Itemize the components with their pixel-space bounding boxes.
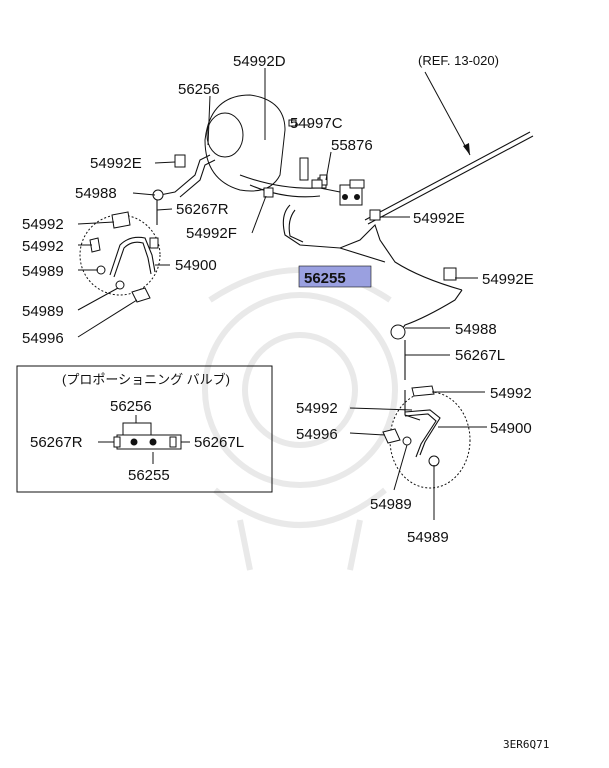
- inset-label-56256: 56256: [110, 398, 152, 415]
- label-56267l-right: 56267L: [455, 347, 505, 364]
- label-54992-right-a: 54992: [490, 385, 532, 402]
- label-54992-left-a: 54992: [22, 216, 64, 233]
- inset-label-56255: 56255: [128, 467, 170, 484]
- label-54992e-left: 54992E: [90, 155, 142, 172]
- label-56256-top: 56256: [178, 81, 220, 98]
- inset-label-56267r: 56267R: [30, 434, 83, 451]
- left-hose-group: [79, 211, 161, 303]
- label-54989-left-a: 54989: [22, 263, 64, 280]
- label-54900-right: 54900: [490, 420, 532, 437]
- label-54997c: 54997C: [290, 115, 343, 132]
- label-55876: 55876: [331, 137, 373, 154]
- label-54988-left: 54988: [75, 185, 117, 202]
- reference-label: (REF. 13-020): [418, 53, 499, 68]
- part-labels: 54992D 56256 54997C 55876 54992E 54988 5…: [22, 53, 534, 546]
- label-54989-right-b: 54989: [407, 529, 449, 546]
- label-54988-right: 54988: [455, 321, 497, 338]
- label-54992f: 54992F: [186, 225, 237, 242]
- watermark-emblem: [202, 267, 398, 571]
- leader-lines: [77, 68, 487, 520]
- brake-pipes: [156, 154, 463, 421]
- right-hose-group: [382, 385, 471, 489]
- label-54992d: 54992D: [233, 53, 286, 70]
- label-56255-highlighted: 56255: [304, 270, 346, 287]
- label-54992e-right: 54992E: [482, 271, 534, 288]
- label-54996-left: 54996: [22, 330, 64, 347]
- label-54989-right-a: 54989: [370, 496, 412, 513]
- highlight-56255: [298, 265, 372, 288]
- label-54996-right: 54996: [296, 426, 338, 443]
- label-54992-right-b: 54992: [296, 400, 338, 417]
- inset-proportioning-valve: (プロポーショニング バルブ) 56256 56267R 56267L 5625…: [16, 365, 273, 493]
- reference-arrow: (REF. 13-020): [364, 53, 534, 225]
- label-56267r-top: 56267R: [176, 201, 229, 218]
- footer-code: 3ER6Q71: [503, 738, 549, 751]
- inset-label-56267l: 56267L: [194, 434, 244, 451]
- label-54992-left-b: 54992: [22, 238, 64, 255]
- label-54900-left: 54900: [175, 257, 217, 274]
- label-54989-left-b: 54989: [22, 303, 64, 320]
- inset-title: (プロポーショニング バルブ): [62, 372, 230, 387]
- master-cylinder: [204, 94, 309, 192]
- label-54992e-mid: 54992E: [413, 210, 465, 227]
- pipe-clips: [152, 154, 457, 340]
